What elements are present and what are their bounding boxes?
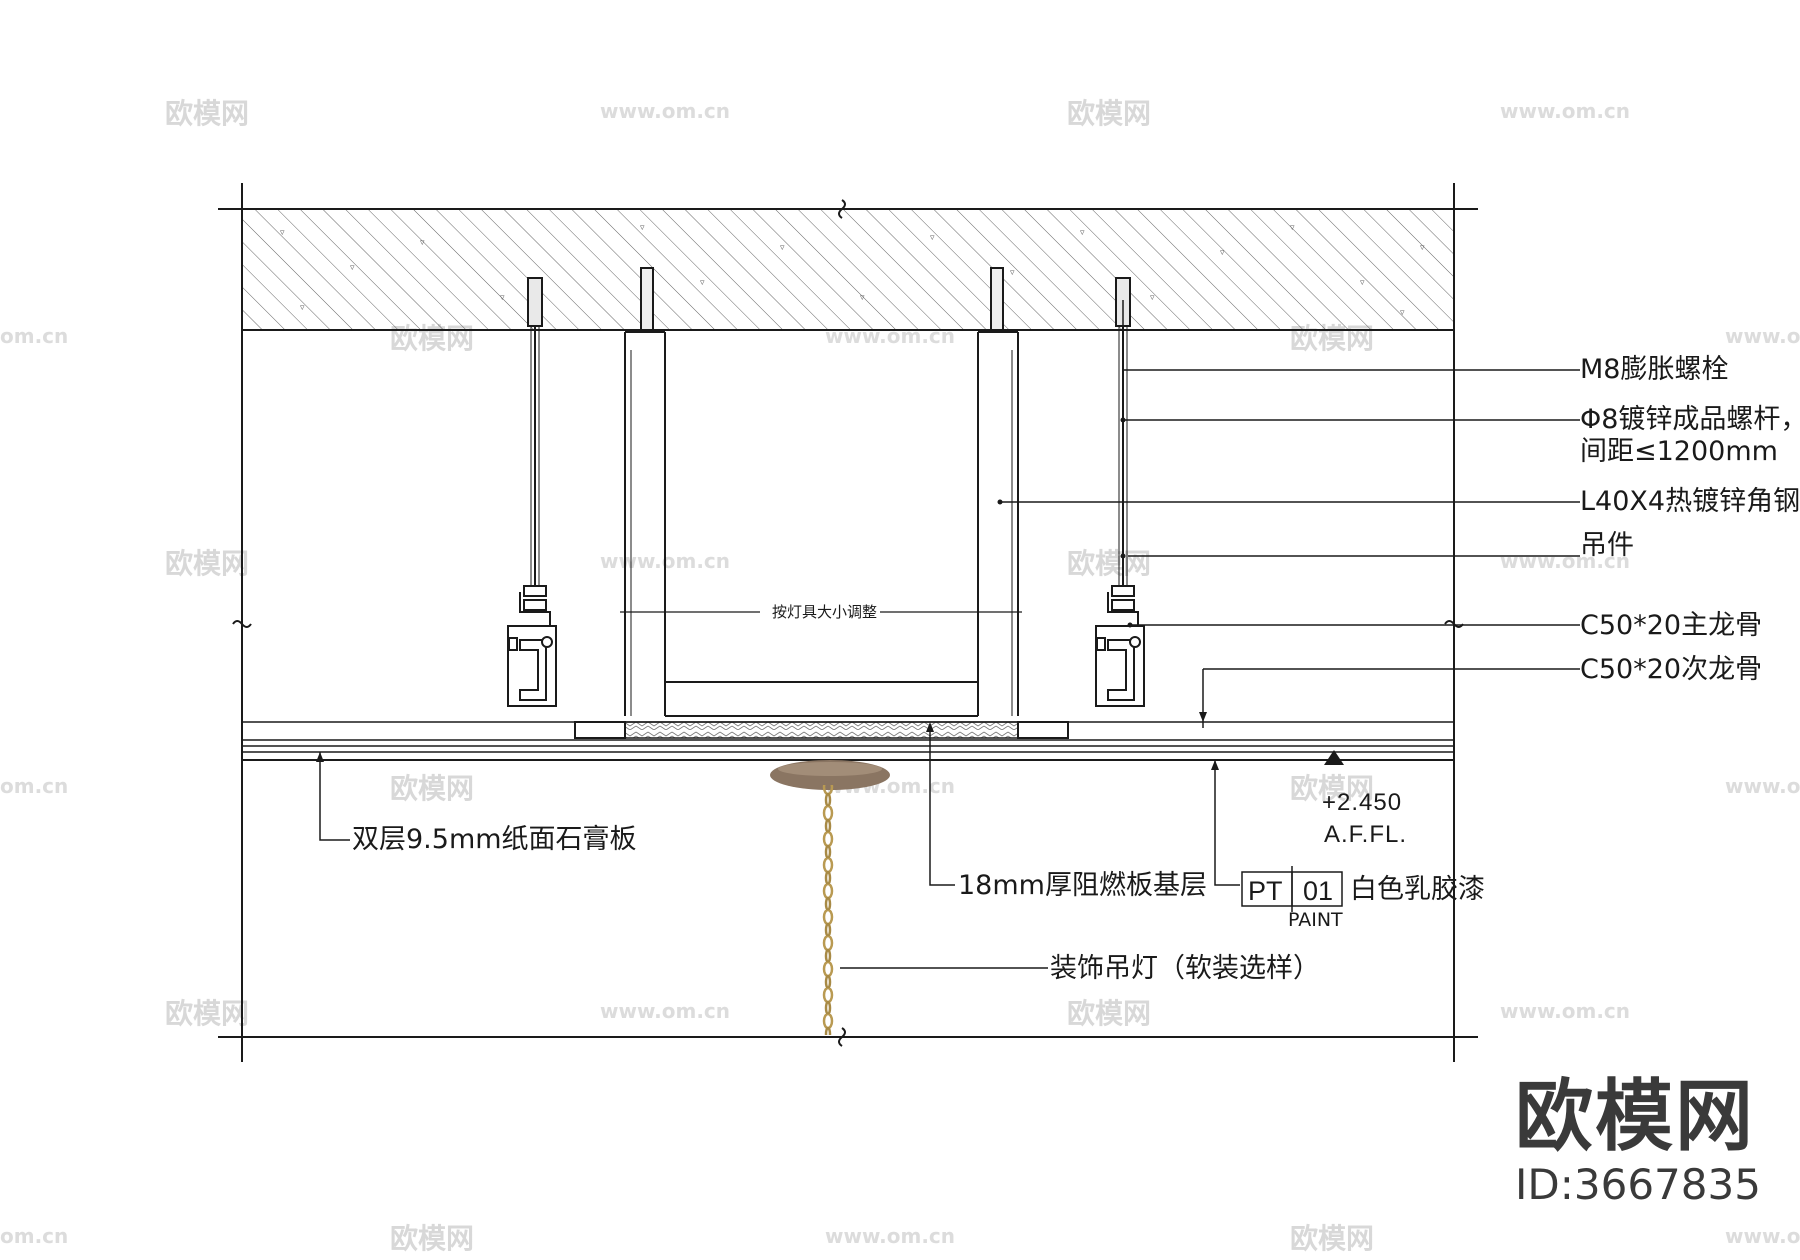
- chandelier: [770, 760, 890, 1035]
- watermark-url: www.om.cn: [1725, 774, 1800, 798]
- elevation-marker: +2.450 A.F.FL.: [1322, 750, 1407, 848]
- label-threaded-rod-spacing: 间距≤1200mm: [1580, 436, 1778, 467]
- svg-text:▿: ▿: [300, 303, 305, 313]
- label-paint: 白色乳胶漆: [1350, 874, 1485, 905]
- svg-text:▿: ▿: [700, 278, 705, 288]
- svg-text:▿: ▿: [1010, 268, 1015, 278]
- svg-text:▿: ▿: [1220, 248, 1225, 258]
- leader-arrows: [316, 417, 1219, 770]
- svg-text:▿: ▿: [1420, 243, 1425, 253]
- svg-text:▿: ▿: [1150, 293, 1155, 303]
- right-hanger-assembly: [1095, 277, 1145, 707]
- watermark-url: om.cn: [0, 324, 68, 348]
- watermark-cn: 欧模网: [165, 997, 249, 1030]
- label-threaded-rod: Φ8镀锌成品螺杆，: [1580, 404, 1800, 435]
- watermark-url: www.om.cn: [1500, 999, 1630, 1023]
- elevation-value: +2.450: [1322, 789, 1402, 816]
- svg-text:▿: ▿: [1080, 228, 1085, 238]
- watermark-cn: 欧模网: [1290, 772, 1374, 805]
- label-base-board: 18mm厚阻燃板基层: [958, 870, 1207, 901]
- adjust-note: 按灯具大小调整: [772, 603, 877, 621]
- paint-code: PT: [1248, 876, 1283, 906]
- break-symbol: [838, 1027, 846, 1047]
- label-secondary-keel: C50*20次龙骨: [1580, 654, 1762, 685]
- svg-text:▿: ▿: [280, 228, 285, 238]
- svg-text:▿: ▿: [350, 263, 355, 273]
- svg-text:▿: ▿: [420, 238, 425, 248]
- watermark-url: www.om.cn: [1500, 99, 1630, 123]
- watermark-url: www.om.cn: [600, 99, 730, 123]
- elevation-ref: A.F.FL.: [1324, 821, 1407, 848]
- leader-lines: [319, 300, 1580, 969]
- paint-type: PAINT: [1288, 909, 1343, 931]
- left-hanger-assembly: [507, 277, 557, 707]
- ceiling-layers: [242, 721, 1454, 761]
- paint-tag: PT 01 PAINT 白色乳胶漆: [1241, 866, 1485, 931]
- watermark-cn: 欧模网: [1067, 547, 1151, 580]
- svg-text:▿: ▿: [640, 223, 645, 233]
- concrete-slab: ▿ ▿ ▿ ▿ ▿ ▿ ▿ ▿ ▿ ▿ ▿ ▿ ▿ ▿ ▿ ▿ ▿ ▿: [241, 208, 1455, 331]
- label-chandelier: 装饰吊灯（软装选样）: [1050, 953, 1320, 984]
- brand-id: ID:3667835: [1515, 1160, 1761, 1209]
- svg-text:▿: ▿: [1290, 223, 1295, 233]
- svg-text:▿: ▿: [930, 233, 935, 243]
- chandelier-chain: [818, 785, 842, 1035]
- svg-text:▿: ▿: [780, 243, 785, 253]
- watermark-cn: 欧模网: [165, 97, 249, 130]
- break-symbol: [1444, 620, 1464, 628]
- watermark-url: www.om.cn: [1725, 1224, 1800, 1248]
- brand-watermark: 欧模网 ID:3667835: [1515, 1072, 1761, 1211]
- watermark-url: om.cn: [0, 774, 68, 798]
- watermark-cn: 欧模网: [165, 547, 249, 580]
- label-anchor-bolt: M8膨胀螺栓: [1580, 354, 1728, 385]
- angle-steel-frame: [624, 267, 1019, 717]
- label-main-keel: C50*20主龙骨: [1580, 610, 1762, 641]
- svg-text:▿: ▿: [860, 293, 865, 303]
- break-symbol: [232, 620, 252, 628]
- watermark-url: www.om.cn: [1725, 324, 1800, 348]
- paint-number: 01: [1303, 876, 1333, 906]
- watermark-url: www.om.cn: [825, 1224, 955, 1248]
- label-hanger: 吊件: [1580, 530, 1634, 561]
- watermark-cn: 欧模网: [390, 772, 474, 805]
- watermark-url: om.cn: [0, 1224, 68, 1248]
- svg-text:▿: ▿: [500, 293, 505, 303]
- label-gypsum-board: 双层9.5mm纸面石膏板: [352, 824, 637, 855]
- svg-text:▿: ▿: [1360, 278, 1365, 288]
- adjust-dimension: 按灯具大小调整: [620, 603, 1022, 621]
- brand-name: 欧模网: [1515, 1072, 1756, 1162]
- watermark-layer: 欧模网 www.om.cn 欧模网 www.om.cn om.cn 欧模网 ww…: [0, 97, 1800, 1255]
- watermark-cn: 欧模网: [1290, 1222, 1374, 1255]
- watermark-url: www.om.cn: [600, 999, 730, 1023]
- elevation-triangle-icon: [1324, 750, 1344, 765]
- watermark-cn: 欧模网: [1067, 97, 1151, 130]
- watermark-cn: 欧模网: [390, 1222, 474, 1255]
- svg-text:▿: ▿: [1400, 308, 1405, 318]
- label-angle-steel: L40X4热镀锌角钢: [1580, 486, 1800, 517]
- watermark-cn: 欧模网: [1067, 997, 1151, 1030]
- watermark-url: www.om.cn: [1500, 549, 1630, 573]
